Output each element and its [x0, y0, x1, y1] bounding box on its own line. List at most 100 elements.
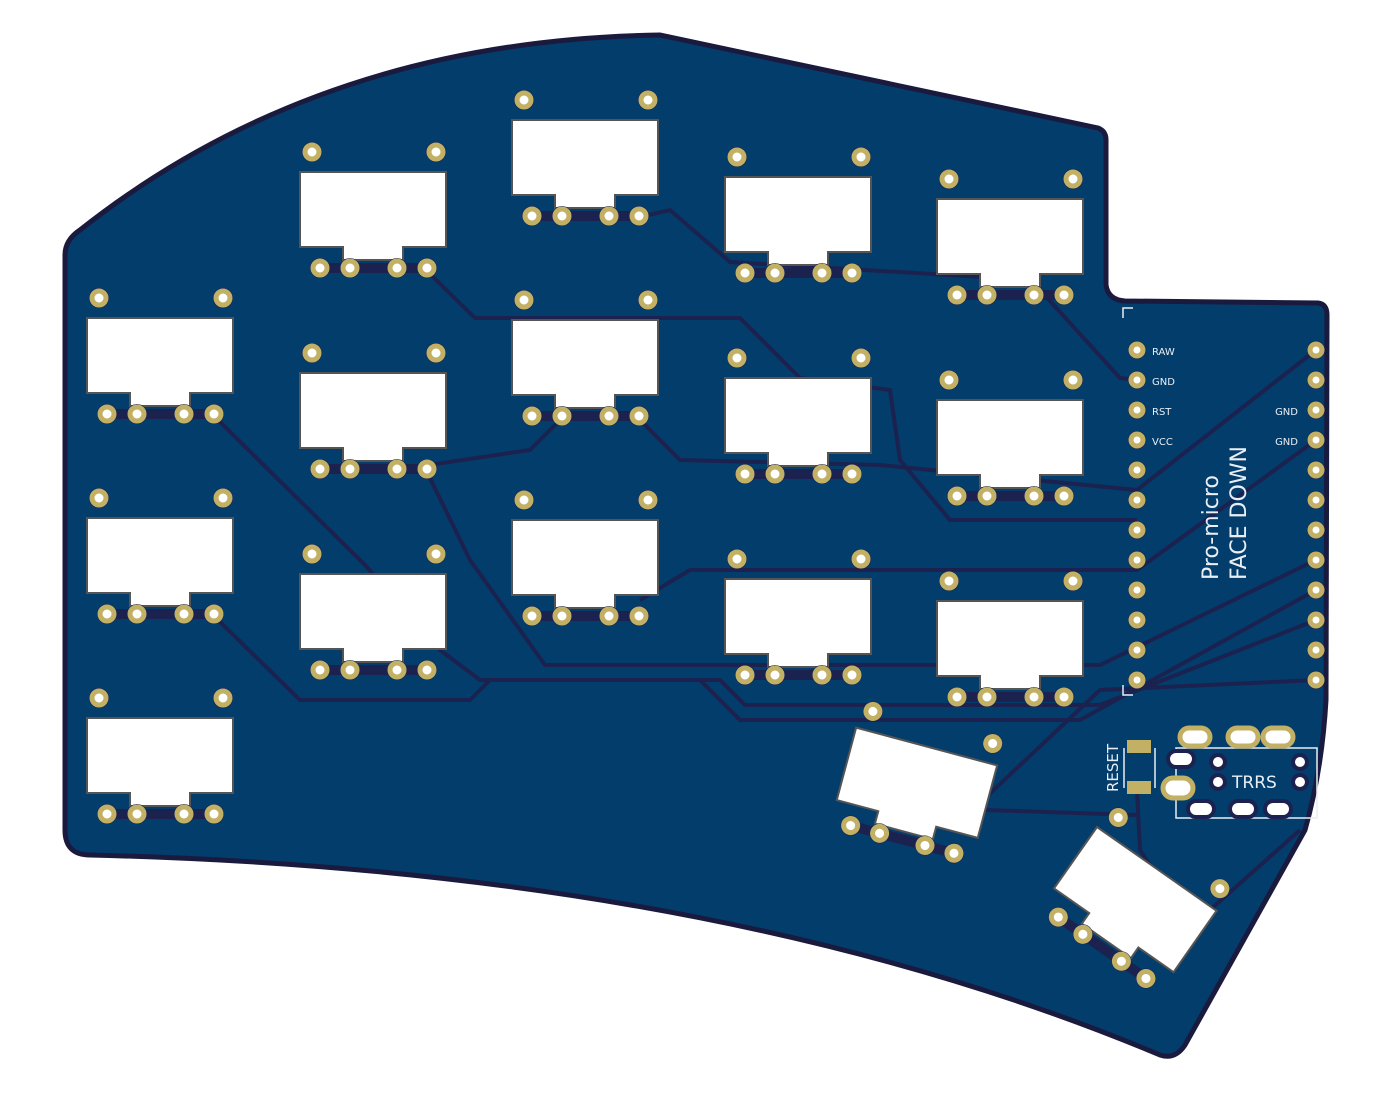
key-switch-footprint[interactable]: [724, 348, 872, 484]
reset-label: RESET: [1104, 743, 1122, 792]
pad: [1054, 486, 1074, 506]
switch-cutout: [936, 399, 1084, 489]
pad: [1307, 341, 1325, 359]
pad: [97, 804, 117, 824]
pad: [944, 843, 964, 863]
pad: [514, 490, 534, 510]
pad: [599, 406, 619, 426]
pad: [97, 404, 117, 424]
pad: [870, 823, 890, 843]
pad: [1307, 461, 1325, 479]
pad: [1063, 370, 1083, 390]
pad: [174, 404, 194, 424]
key-switch-footprint[interactable]: [511, 490, 659, 626]
pad: [1307, 671, 1325, 689]
pad: [127, 804, 147, 824]
pad: [174, 804, 194, 824]
pad: [552, 206, 572, 226]
pad: [1307, 521, 1325, 539]
pad: [1128, 341, 1146, 359]
reset-pad: [1127, 781, 1151, 794]
pad: [417, 459, 437, 479]
trrs-jack[interactable]: TRRS: [1160, 725, 1318, 819]
controller-title-line1: Pro-micro: [1199, 475, 1224, 580]
pad: [310, 660, 330, 680]
pad: [302, 142, 322, 162]
key-switch-footprint[interactable]: [936, 169, 1084, 305]
reset-switch[interactable]: RESET: [1104, 740, 1156, 794]
trace: [211, 613, 1317, 707]
pad: [1111, 951, 1131, 971]
pad: [939, 571, 959, 591]
key-switch-footprint[interactable]: [829, 699, 1005, 868]
pad: [765, 263, 785, 283]
pad: [387, 258, 407, 278]
key-switch-footprint[interactable]: [511, 290, 659, 426]
pad: [947, 486, 967, 506]
pad: [851, 147, 871, 167]
switch-cutout: [724, 377, 872, 467]
pad: [552, 606, 572, 626]
key-switch-footprint[interactable]: [511, 90, 659, 226]
pad: [1108, 808, 1128, 828]
pad: [939, 169, 959, 189]
pin-label: RAW: [1152, 347, 1175, 358]
pad: [983, 734, 1003, 754]
pad: [851, 348, 871, 368]
key-switch-footprint[interactable]: [299, 142, 447, 278]
pad: [638, 290, 658, 310]
pad: [1063, 571, 1083, 591]
pad: [340, 660, 360, 680]
pad: [1054, 285, 1074, 305]
pad: [977, 486, 997, 506]
pad: [522, 606, 542, 626]
pad: [735, 665, 755, 685]
key-switch-footprint[interactable]: [936, 370, 1084, 506]
pad: [727, 147, 747, 167]
pad: [340, 258, 360, 278]
switch-cutout: [299, 573, 447, 663]
switch-cutout: [86, 317, 234, 407]
pad: [851, 549, 871, 569]
pad: [89, 688, 109, 708]
pad: [1063, 169, 1083, 189]
key-switch-footprint[interactable]: [1036, 802, 1234, 997]
pin-label: VCC: [1152, 437, 1173, 448]
key-switch-footprint[interactable]: [86, 488, 234, 624]
key-switch-footprint[interactable]: [724, 147, 872, 283]
pad: [1128, 671, 1146, 689]
key-switch-footprint[interactable]: [86, 288, 234, 424]
pad: [302, 343, 322, 363]
pad: [947, 285, 967, 305]
pad: [1128, 521, 1146, 539]
pad: [1128, 491, 1146, 509]
pin-label: RST: [1152, 407, 1172, 418]
pad: [310, 459, 330, 479]
pad: [915, 835, 935, 855]
pad: [977, 687, 997, 707]
pad: [947, 687, 967, 707]
pad: [629, 406, 649, 426]
pad: [842, 665, 862, 685]
pad: [426, 544, 446, 564]
pad: [727, 348, 747, 368]
pad: [417, 258, 437, 278]
pad: [204, 804, 224, 824]
switch-cutout: [86, 517, 234, 607]
pad: [1024, 687, 1044, 707]
pad: [638, 490, 658, 510]
key-switch-footprint[interactable]: [299, 544, 447, 680]
pad: [89, 288, 109, 308]
key-switch-footprint[interactable]: [86, 688, 234, 824]
key-switch-footprint[interactable]: [936, 571, 1084, 707]
pin-label: GND: [1275, 437, 1298, 448]
key-switch-footprint[interactable]: [724, 549, 872, 685]
pad: [599, 206, 619, 226]
pad: [629, 206, 649, 226]
pad: [1307, 641, 1325, 659]
pad: [812, 464, 832, 484]
key-switch-footprint[interactable]: [299, 343, 447, 479]
pad: [1128, 371, 1146, 389]
pad: [1048, 907, 1068, 927]
